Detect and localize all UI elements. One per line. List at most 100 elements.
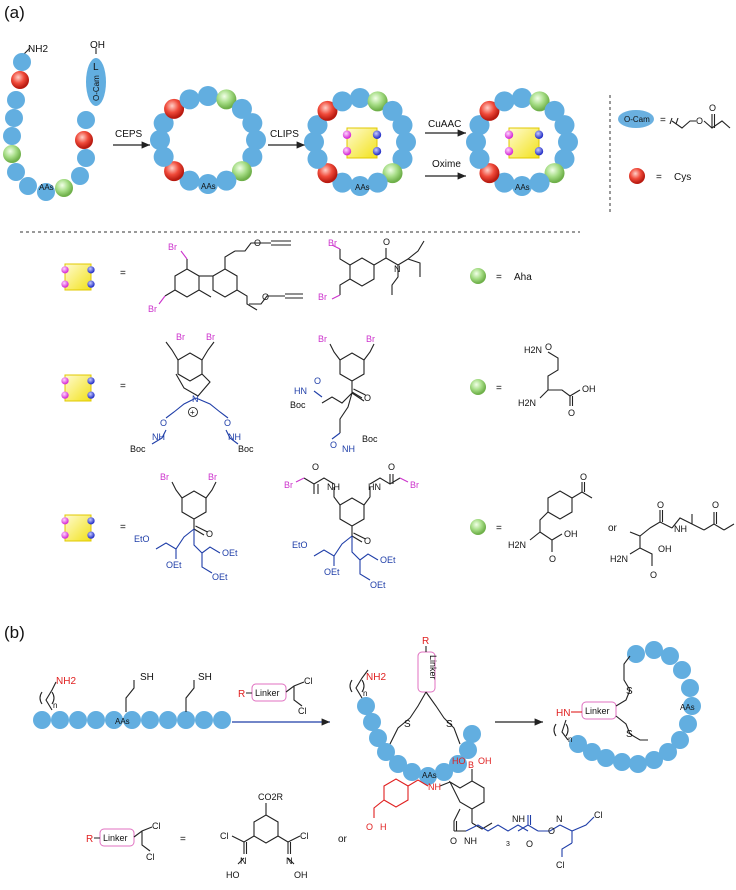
peptide-b-n-bracket [39,691,55,705]
residue-bead [597,749,615,767]
middle-linker-label: Linker [428,655,438,680]
r3a-oet2: OEt [222,548,238,558]
acetylphenylalanine-structure [529,482,593,552]
reagent-cl2: Cl [298,706,307,716]
r2a-br2: Br [206,332,215,342]
product-aas: AAs [680,703,695,712]
residue-bead [396,132,416,152]
def-bonds [94,826,153,852]
chloroxime-n2: N [286,856,293,866]
middle-r: R [422,636,429,647]
residue-bead [105,711,123,729]
middle-amine-chain [355,669,369,699]
residue-bead [153,146,174,167]
residue-bead [350,176,370,196]
cys-bead [164,98,185,119]
r1a-o2: O [262,292,269,302]
ocam-legend-label: O-Cam [624,115,650,124]
residue-bead [33,711,51,729]
peptide-b-sh2: SH [198,672,212,683]
residue-bead [629,755,647,773]
residue-bead [213,711,231,729]
chloro-cl2: Cl [556,860,565,870]
def-cl2: Cl [146,852,155,862]
aha-label: Aha [514,272,532,283]
r2a-nh1: NH [152,432,165,442]
residue-bead [512,176,532,196]
product-bonds [615,655,648,741]
r2b-hn: HN [294,386,307,396]
r3b-oet1: OEt [324,567,340,577]
scaffold-icon-row2 [61,374,95,402]
ring3-aas: AAs [515,183,530,192]
middle-nh2: NH2 [366,672,386,683]
aas-bead [123,711,141,729]
residue-bead [363,713,381,731]
residue-bead [673,661,691,679]
r3b-hn2: HN [368,482,381,492]
r2b-boc2: Boc [362,434,378,444]
residue-bead [382,100,403,121]
aha-bead [55,179,73,197]
peptide-b-aas: AAs [115,717,130,726]
r1a-br2: Br [148,304,157,314]
r3b-nh1: NH [327,482,340,492]
ocam-structure [669,114,731,129]
peptide-b-side-chains [45,680,195,712]
residue-bead [179,89,200,110]
residue-bead [469,115,490,136]
residue-bead [449,755,467,773]
residue-bead [681,679,699,697]
row3-or: or [608,523,618,534]
boronic-oh: OH [478,756,492,766]
acetyl-o: O [580,472,587,482]
residue-bead [392,115,413,136]
row2-isoindoline-structure [151,341,239,445]
reagent-cl1: Cl [304,676,313,686]
r2a-boc2: Boc [238,444,254,454]
r2a-n: N [192,394,199,404]
r3a-oet3: OEt [212,572,228,582]
residue-bead [13,53,31,71]
chain-oh: OH [90,40,105,51]
cys-legend-label: Cys [674,172,691,183]
pink-node [504,147,514,156]
def-eq: = [180,834,186,845]
residue-bead [512,88,532,108]
residue-bead [544,100,565,121]
product-n-bracket [553,723,569,737]
residue-bead [37,183,55,201]
aminooxy-eq: = [496,383,502,394]
r2b-boc1: Boc [290,400,306,410]
reagent-linker-label: Linker [255,688,280,698]
residue-bead [569,735,587,753]
cyclic-peptide-ring [150,86,266,194]
amide-nh1: NH [464,836,477,846]
row3-acetal-ketone-structure [155,481,221,574]
chloroxime-cl1: Cl [220,831,229,841]
r1a-o1: O [254,238,261,248]
reagent-bonds [246,681,305,707]
oxime-o: O [548,826,555,836]
r2b-br2: Br [366,334,375,344]
row3-bromoacetamide-structure [295,474,409,581]
cys-legend-eq: = [656,172,662,183]
middle-s2: S [446,719,453,730]
cys-bead [75,131,93,149]
pink-node [61,266,69,274]
product-linker-label: Linker [585,706,610,716]
aldehyde-o: O [366,822,373,832]
benzyl-nh: NH [428,782,441,792]
r1b-o: O [383,237,390,247]
residue-bead [19,177,37,195]
residue-bead [645,751,663,769]
blue-node [87,517,95,525]
row3-eq: = [120,522,126,533]
pink-node [342,130,352,139]
row2-ketone-structure [313,343,375,440]
aha-bead [3,145,21,163]
ketoamide-o2: O [712,500,719,510]
pink-node [61,377,69,385]
residue-bead [583,743,601,761]
residue-bead [71,167,89,185]
